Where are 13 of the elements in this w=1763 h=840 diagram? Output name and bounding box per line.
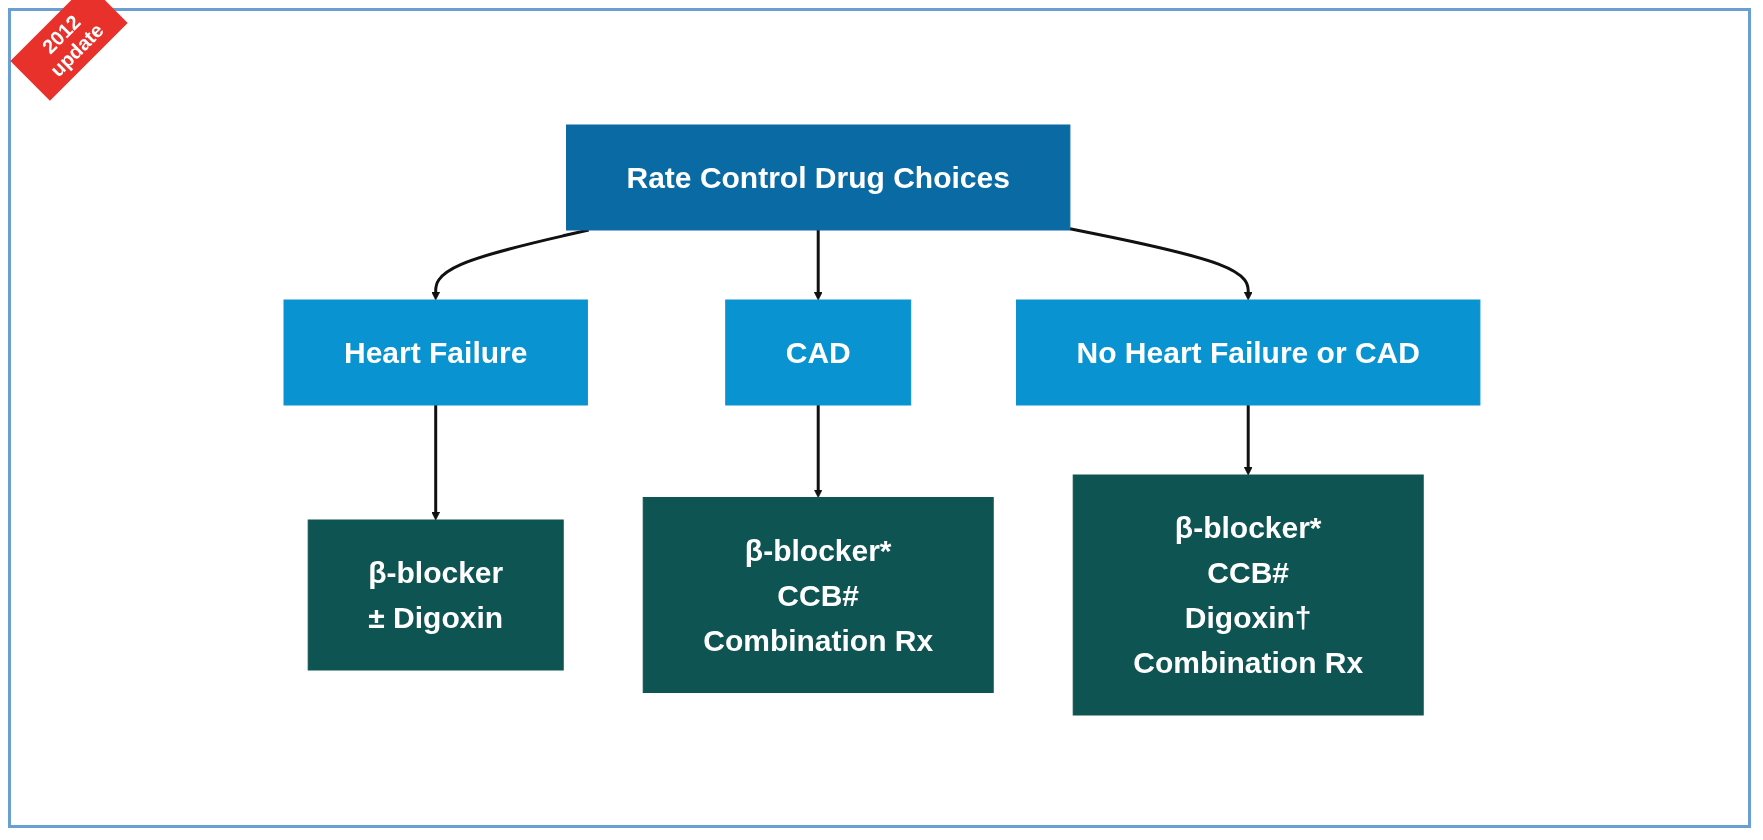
arrow <box>430 405 440 521</box>
node-box: Heart Failure <box>283 299 588 406</box>
node-box: β-blocker* CCB# Digoxin† Combination Rx <box>1072 474 1424 716</box>
node-box: CAD <box>724 299 911 406</box>
node-box: β-blocker ± Digoxin <box>307 519 564 671</box>
arrow <box>813 405 823 498</box>
arrow <box>1243 405 1253 476</box>
arrow <box>1069 227 1253 301</box>
node-box: No Heart Failure or CAD <box>1015 299 1480 406</box>
arrow <box>813 230 823 301</box>
arrow <box>430 228 589 301</box>
node-box: β-blocker* CCB# Combination Rx <box>642 497 994 693</box>
node-box: Rate Control Drug Choices <box>565 124 1070 231</box>
